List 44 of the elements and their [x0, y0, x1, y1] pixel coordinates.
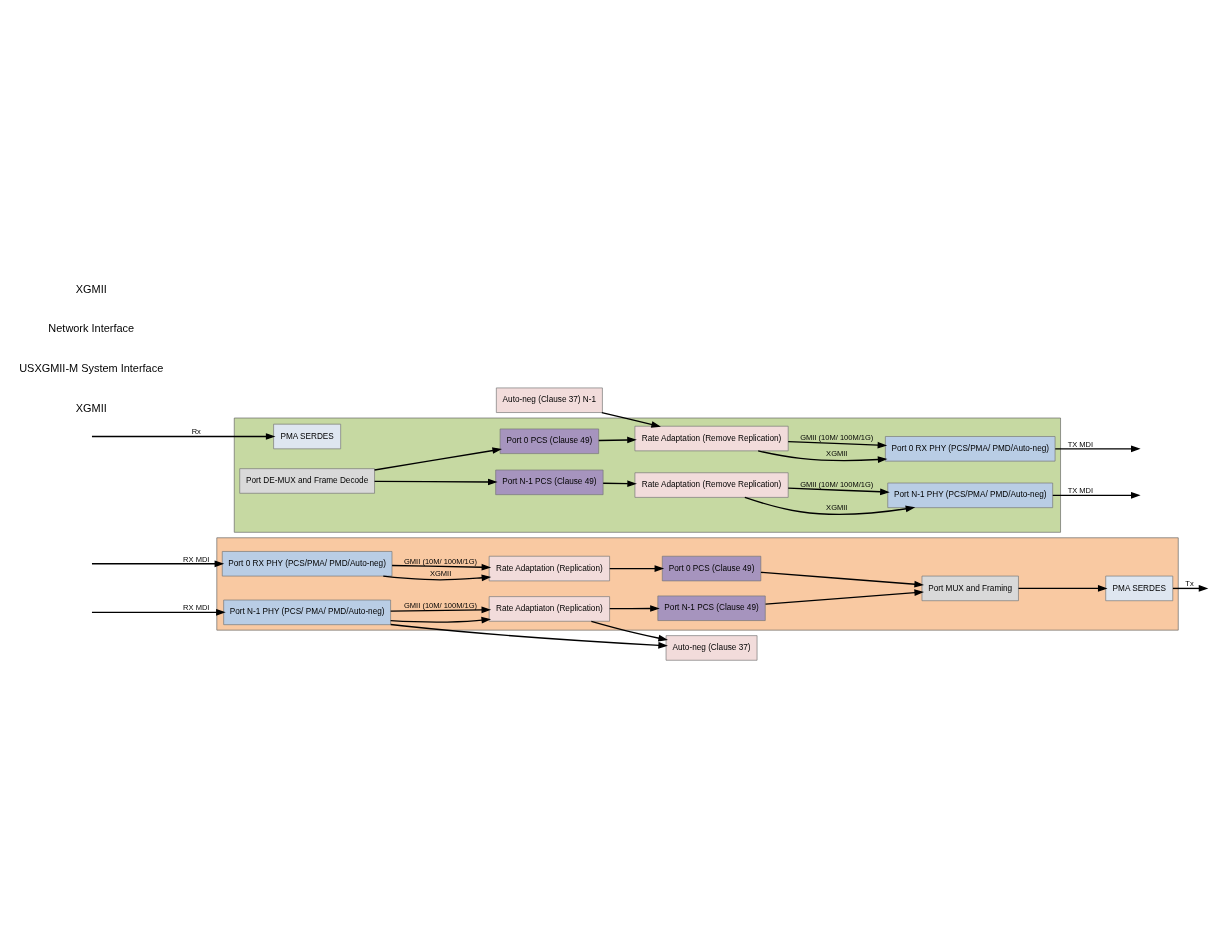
arrow [787, 440, 888, 449]
edge-label: RX MDI [183, 554, 210, 564]
arrow [91, 560, 225, 568]
arrow [91, 433, 276, 440]
arrow [382, 574, 492, 582]
arrow [602, 480, 637, 488]
arrow [598, 436, 637, 444]
edge-label: GMII (10M/ 100M/1G) [800, 480, 874, 489]
arrow [764, 589, 924, 605]
arrow [389, 616, 492, 624]
label: USXGMII-M System Interface [19, 362, 164, 375]
edge-label: XGMII [429, 568, 452, 578]
arrow [744, 496, 916, 516]
cluster [233, 417, 1061, 533]
arrow [1054, 445, 1141, 453]
arrow [760, 571, 924, 588]
edge-label: GMII (10M/ 100M/1G) [404, 556, 478, 566]
edge-label: Tx [1185, 579, 1194, 589]
edge-label: GMII (10M/ 100M/1G) [404, 601, 478, 611]
arrow [609, 565, 665, 572]
arrow [590, 620, 668, 642]
edge-label: TX MDI [1067, 439, 1094, 449]
edge-label: RX MDI [183, 603, 210, 613]
edge-label: XGMII [826, 502, 848, 512]
edge-label: XGMII [826, 449, 848, 459]
edge-label: GMII (10M/ 100M/1G) [800, 433, 874, 443]
arrow [391, 563, 492, 571]
arrow [390, 623, 668, 649]
edge-label: Rx [191, 427, 201, 437]
arrow [609, 605, 660, 612]
arrow [757, 450, 888, 463]
arrow [1172, 585, 1209, 592]
edge-label: TX MDI [1067, 486, 1094, 496]
label: Network Interface [48, 322, 135, 335]
arrow [1017, 585, 1108, 592]
arrow [373, 478, 498, 486]
arrow [373, 447, 502, 471]
label: XGMII [75, 282, 107, 295]
arrow [601, 411, 661, 428]
arrow [787, 487, 890, 496]
arrow [1052, 492, 1141, 499]
arrow [390, 606, 492, 614]
arrow [91, 609, 226, 616]
label: XGMII [75, 401, 107, 414]
